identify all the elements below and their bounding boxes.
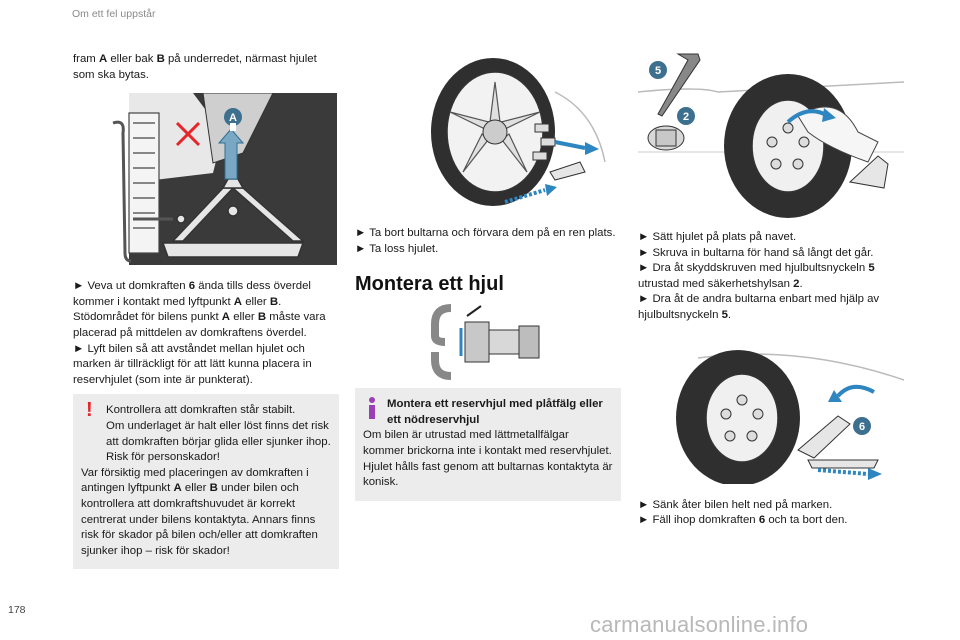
warning-line-2: Om underlaget är halt eller löst finns d… (106, 419, 331, 464)
step-screw-bolts: ► Skruva in bultarna för hand så långt d… (638, 246, 874, 259)
column-3: 5 2 ► Sätt hjulet på plats på navet. ► S… (638, 52, 904, 529)
info-icon (369, 397, 375, 420)
section-heading: Montera ett hjul (355, 273, 504, 296)
running-header: Om ett fel uppstår (72, 8, 156, 20)
warning-icon: ! (86, 399, 93, 422)
step-tighten-security: ► Dra åt skyddskruven med hjulbultsnycke… (638, 262, 875, 290)
mount-wheel-illustration: 5 2 (638, 53, 904, 218)
warning-line-3: Var försiktig med placeringen av domkraf… (81, 466, 318, 557)
column-2: ► Ta bort bultarna och förvara dem på en… (355, 52, 621, 501)
step-lift-car: ► Lyft bilen så att avståndet mellan hju… (73, 342, 312, 386)
info-title: Montera ett reservhjul med plåtfälg elle… (387, 398, 603, 426)
step-remove-wheel: ► Ta loss hjulet. (355, 242, 439, 255)
label-a-badge: A (229, 112, 237, 124)
step-remove-bolts: ► Ta bort bultarna och förvara dem på en… (355, 227, 616, 239)
label-6-badge: 6 (859, 421, 865, 433)
warning-line-1: Kontrollera att domkraften står stabilt. (106, 404, 296, 417)
jack-lift-point-illustration: A (112, 93, 337, 266)
intro-text: fram A eller bak B på underredet, närmas… (73, 53, 317, 81)
watermark: carmanualsonline.info (590, 612, 809, 637)
warning-box: ! Kontrollera att domkraften står stabil… (73, 394, 339, 570)
page-number: 178 (8, 604, 26, 616)
step-raise-jack: ► Veva ut domkraften 6 ända tills dess ö… (73, 280, 326, 339)
step-place-wheel: ► Sätt hjulet på plats på navet. (638, 231, 797, 243)
step-lower-car: ► Sänk åter bilen helt ned på marken. (638, 498, 833, 511)
bolt-washer-illustration (431, 304, 540, 381)
info-box: Montera ett reservhjul med plåtfälg elle… (355, 388, 621, 501)
info-body: Om bilen är utrustad med lättmetallfälga… (363, 429, 613, 489)
label-2-badge: 2 (683, 111, 689, 123)
step-fold-jack: ► Fäll ihop domkraften 6 och ta bort den… (638, 514, 848, 527)
step-tighten-others: ► Dra åt de andra bultarna enbart med hj… (638, 293, 880, 321)
column-1: fram A eller bak B på underredet, närmas… (73, 52, 339, 570)
remove-wheel-illustration (431, 58, 606, 206)
label-5-badge: 5 (655, 65, 661, 77)
lower-car-illustration: 6 (676, 349, 904, 484)
